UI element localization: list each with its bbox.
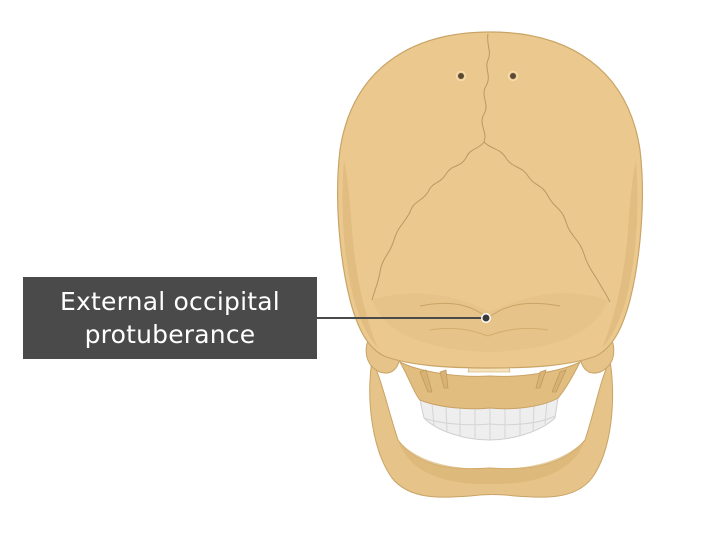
right-parietal-foramen-ring [507, 70, 519, 82]
lambdoid-suture [371, 141, 611, 303]
structure-label-box: External occipital protuberance [23, 277, 317, 359]
right-parietal-foramen [510, 73, 516, 79]
structure-label: External occipital protuberance [60, 287, 280, 349]
left-parietal-foramen [458, 73, 464, 79]
pointer-dot [482, 314, 490, 322]
cranium [337, 31, 643, 369]
left-parietal-foramen-ring [455, 70, 467, 82]
sagittal-suture [481, 33, 490, 143]
cranium-right-shade [602, 160, 638, 348]
cranium-left-shade [342, 160, 378, 348]
teeth [419, 397, 559, 441]
mandible-inner-shadow [398, 440, 585, 485]
maxilla [398, 360, 582, 410]
nuchal-region [372, 293, 608, 352]
inferior-nuchal-line [429, 327, 549, 337]
